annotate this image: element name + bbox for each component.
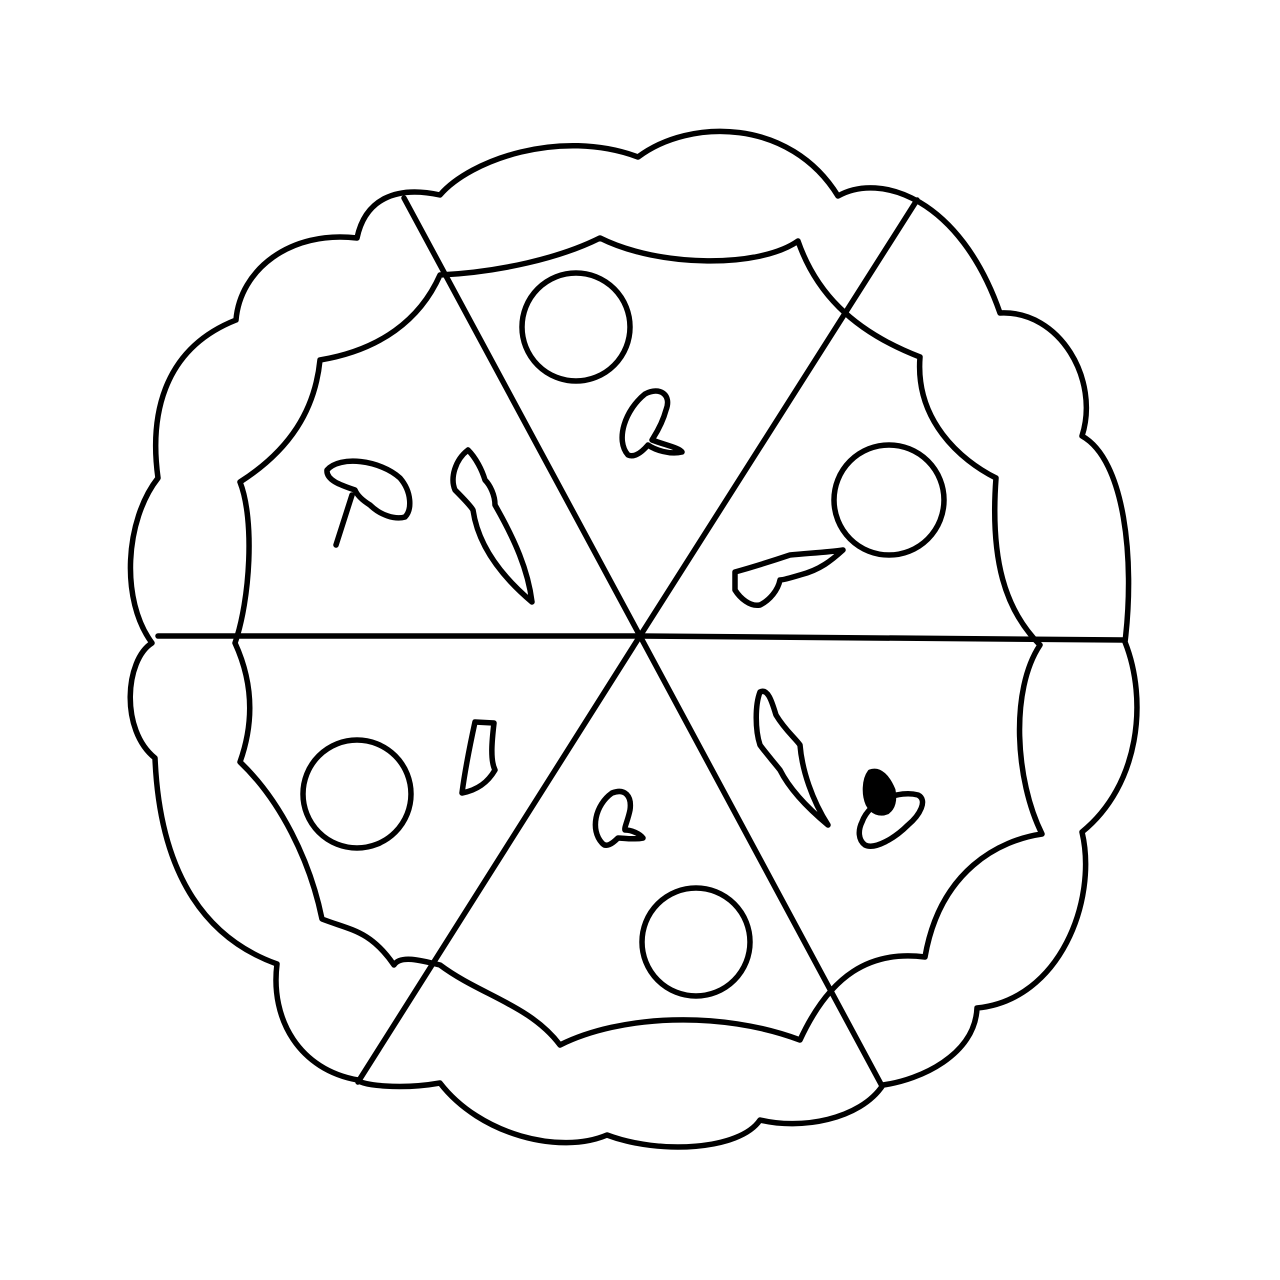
mushroom-right-stem: [862, 768, 897, 816]
pepper-lower-right: [753, 688, 831, 828]
crust-outer-edge: [127, 128, 1140, 1150]
pepperoni-bottom: [639, 885, 753, 999]
pepperoni-top: [519, 270, 633, 384]
pizza-linework: [127, 128, 1140, 1150]
cut-line-right: [637, 633, 1127, 643]
mushroom-top: [619, 388, 685, 459]
mushroom-bottom: [592, 788, 646, 848]
pepper-right: [732, 547, 846, 609]
pepper-left: [450, 447, 535, 605]
pepper-lower-left: [459, 719, 498, 796]
mushroom-left: [324, 458, 413, 548]
pepperoni-right: [831, 442, 947, 558]
cut-line-lower-right: [637, 633, 885, 1089]
pepperoni-left: [300, 737, 414, 851]
cut-line-upper-left: [401, 195, 643, 639]
cut-line-upper-right: [637, 197, 920, 639]
cut-line-lower-left: [355, 633, 643, 1085]
